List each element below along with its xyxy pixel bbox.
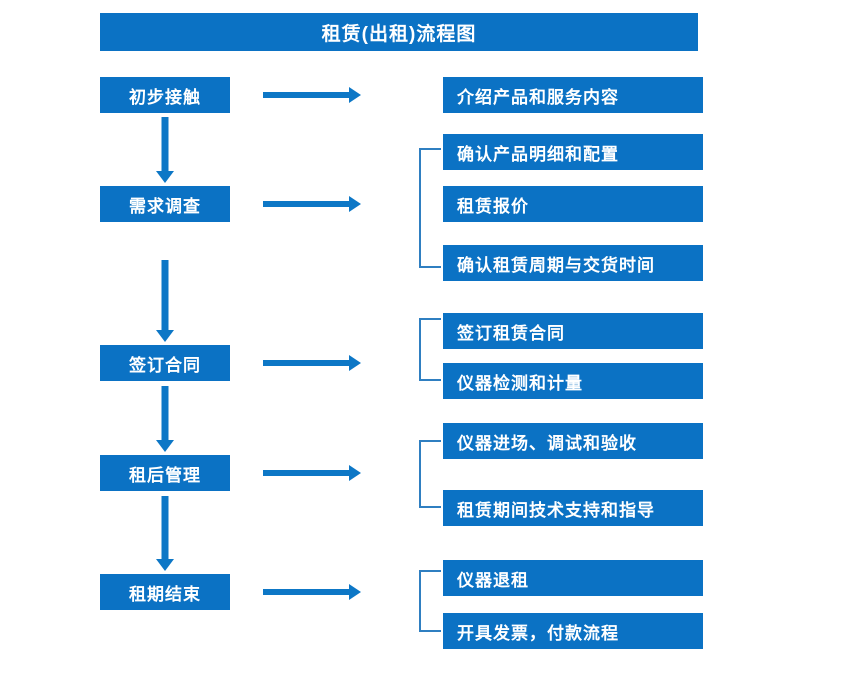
detail-arrow-1 bbox=[263, 86, 361, 104]
stage-flow-arrow-1-to-2 bbox=[156, 117, 174, 183]
arrow-head bbox=[349, 87, 361, 103]
arrow-shaft bbox=[161, 386, 169, 440]
stage-box-3[interactable]: 签订合同 bbox=[100, 345, 230, 381]
arrow-head bbox=[349, 355, 361, 371]
group-bracket-1 bbox=[419, 148, 441, 268]
detail-arrow-2 bbox=[263, 195, 361, 213]
detail-box-4[interactable]: 确认租赁周期与交货时间 bbox=[443, 245, 703, 281]
arrow-shaft bbox=[263, 589, 351, 595]
stage-box-5[interactable]: 租期结束 bbox=[100, 574, 230, 610]
stage-flow-arrow-4-to-5 bbox=[156, 496, 174, 571]
detail-box-8[interactable]: 租赁期间技术支持和指导 bbox=[443, 490, 703, 526]
arrow-shaft bbox=[161, 496, 169, 559]
arrow-shaft bbox=[263, 470, 351, 476]
detail-box-6[interactable]: 仪器检测和计量 bbox=[443, 363, 703, 399]
detail-arrow-3 bbox=[263, 354, 361, 372]
stage-box-1[interactable]: 初步接触 bbox=[100, 77, 230, 113]
detail-arrow-5 bbox=[263, 583, 361, 601]
group-bracket-3 bbox=[419, 440, 441, 508]
arrow-head bbox=[349, 465, 361, 481]
arrow-head bbox=[349, 584, 361, 600]
arrow-head bbox=[349, 196, 361, 212]
detail-box-1[interactable]: 介绍产品和服务内容 bbox=[443, 77, 703, 113]
stage-box-2[interactable]: 需求调查 bbox=[100, 186, 230, 222]
detail-arrow-4 bbox=[263, 464, 361, 482]
arrow-head bbox=[156, 330, 174, 342]
flowchart-title: 租赁(出租)流程图 bbox=[100, 13, 698, 51]
arrow-head bbox=[156, 171, 174, 183]
group-bracket-4 bbox=[419, 570, 441, 632]
stage-flow-arrow-2-to-3 bbox=[156, 260, 174, 342]
detail-box-2[interactable]: 确认产品明细和配置 bbox=[443, 134, 703, 170]
stage-box-4[interactable]: 租后管理 bbox=[100, 455, 230, 491]
arrow-shaft bbox=[263, 360, 351, 366]
stage-flow-arrow-3-to-4 bbox=[156, 386, 174, 452]
arrow-head bbox=[156, 440, 174, 452]
arrow-shaft bbox=[263, 201, 351, 207]
arrow-shaft bbox=[161, 260, 169, 330]
arrow-shaft bbox=[161, 117, 169, 171]
arrow-head bbox=[156, 559, 174, 571]
detail-box-9[interactable]: 仪器退租 bbox=[443, 560, 703, 596]
detail-box-3[interactable]: 租赁报价 bbox=[443, 186, 703, 222]
group-bracket-2 bbox=[419, 318, 441, 381]
arrow-shaft bbox=[263, 92, 351, 98]
detail-box-10[interactable]: 开具发票，付款流程 bbox=[443, 613, 703, 649]
detail-box-5[interactable]: 签订租赁合同 bbox=[443, 313, 703, 349]
detail-box-7[interactable]: 仪器进场、调试和验收 bbox=[443, 423, 703, 459]
